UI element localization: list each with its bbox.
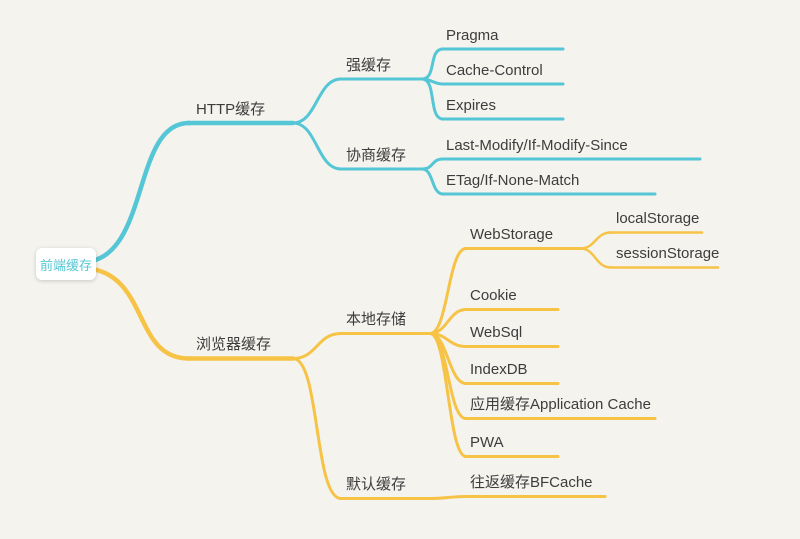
connector-strong-expires <box>420 77 445 121</box>
node-localstorage[interactable]: localStorage <box>616 210 700 227</box>
connector-root-browser <box>83 265 192 361</box>
connector-webstorage-localstorage <box>578 231 613 250</box>
node-webstorage[interactable]: WebStorage <box>470 226 554 243</box>
connector-strong-pragma <box>420 47 445 81</box>
connector-negotiate-etag <box>420 167 445 196</box>
root-node[interactable]: 前端缓存 <box>36 248 96 280</box>
node-cookie[interactable]: Cookie <box>470 287 517 304</box>
connector-http-negotiate <box>291 121 343 171</box>
node-pwa[interactable]: PWA <box>470 434 504 451</box>
node-application-cache[interactable]: 应用缓存Application Cache <box>470 396 651 413</box>
connector-browser-local <box>291 332 343 360</box>
node-last-modify[interactable]: Last-Modify/If-Modify-Since <box>446 137 628 154</box>
node-bfcache[interactable]: 往返缓存BFCache <box>470 474 593 491</box>
connector-webstorage-sessionstorage <box>578 247 613 269</box>
connector-local-pwa <box>428 332 468 458</box>
node-indexdb[interactable]: IndexDB <box>470 361 528 378</box>
node-pragma[interactable]: Pragma <box>446 27 499 44</box>
connector-default-bfcache <box>428 495 468 500</box>
node-http-cache[interactable]: HTTP缓存 <box>196 101 266 118</box>
node-strong-cache[interactable]: 强缓存 <box>346 57 392 74</box>
node-expires[interactable]: Expires <box>446 97 497 114</box>
connector-browser-default <box>291 357 343 500</box>
node-browser-cache[interactable]: 浏览器缓存 <box>196 336 272 353</box>
node-negotiate-cache[interactable]: 协商缓存 <box>346 147 407 164</box>
node-sessionstorage[interactable]: sessionStorage <box>616 245 720 262</box>
node-etag[interactable]: ETag/If-None-Match <box>446 172 580 189</box>
connector-local-webstorage <box>428 247 468 335</box>
connector-root-http <box>83 120 192 265</box>
connector-http-strong <box>291 77 343 125</box>
connector-negotiate-lastmodify <box>420 157 445 171</box>
node-local-storage[interactable]: 本地存储 <box>346 311 407 328</box>
node-default-cache[interactable]: 默认缓存 <box>346 476 407 493</box>
node-websql[interactable]: WebSql <box>470 324 523 341</box>
node-cache-control[interactable]: Cache-Control <box>446 62 543 79</box>
